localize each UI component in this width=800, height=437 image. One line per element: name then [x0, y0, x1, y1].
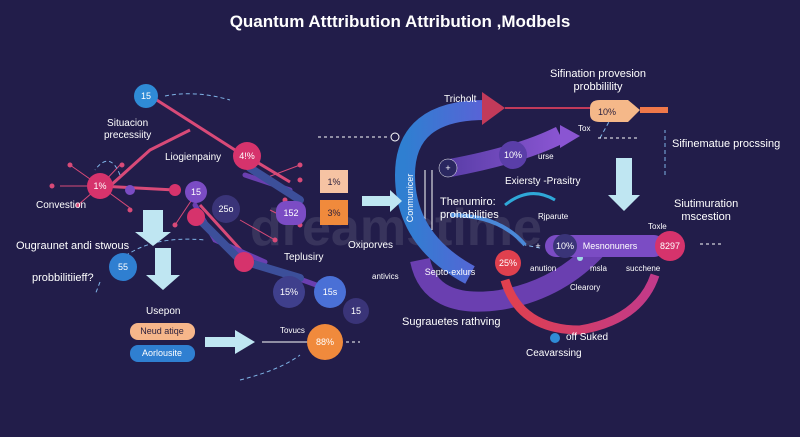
node-25[interactable]	[212, 195, 240, 223]
label-toxle: Toxle	[648, 222, 667, 231]
plus-node[interactable]	[438, 158, 458, 178]
box-152[interactable]	[276, 201, 306, 225]
label-urse: urse	[538, 152, 554, 161]
node-group: 15 4!% 1% 15 25o 55 15% 15s 15 88% 25% 1…	[87, 84, 616, 360]
label-msla: msla	[590, 264, 607, 273]
node-25pct-label: 25%	[499, 258, 517, 268]
pink-ribbon	[500, 273, 660, 335]
white-dashed-lines	[318, 136, 722, 343]
label-tovucs: Tovucs	[280, 326, 305, 335]
orange-bubble	[590, 100, 640, 122]
label-exiersty: Exiersty -Prasitry	[505, 176, 581, 187]
node-25-label: 25o	[218, 204, 233, 214]
purple-ribbon-bottom	[410, 238, 608, 312]
label-siutimuration-text: Siutimuration mscestion	[674, 198, 739, 223]
small-ring	[390, 132, 400, 142]
label-situacion: Situacion precessiity	[104, 118, 151, 141]
label-clearory: Clearory	[570, 283, 601, 292]
node-15-top[interactable]	[134, 84, 158, 108]
node-88[interactable]	[307, 324, 343, 360]
label-thenumiro: Thenumiro: prohabilities	[440, 196, 499, 221]
label-anution: anution	[530, 264, 557, 273]
pill-plus-icon: +	[535, 241, 540, 251]
label-sugrauetes: Sugrauetes rathving	[402, 316, 501, 328]
label-top-right: Sifination provesion probbilility	[550, 68, 646, 93]
node-43[interactable]	[233, 142, 261, 170]
node-15-small-label: 15	[351, 306, 361, 316]
label-thenumiro-text: Thenumiro: prohabilities	[440, 196, 499, 221]
ribbon-conmunicer-label: Conmunicer	[405, 174, 415, 223]
box-3pct-label: 3%	[327, 208, 340, 218]
node-43-label: 4!%	[239, 151, 255, 161]
box-aorlousite[interactable]	[130, 345, 195, 362]
dot-off-sulked	[550, 333, 560, 343]
box-152-label: 152	[283, 208, 298, 218]
label-off-sulked: off Suked	[566, 332, 609, 343]
label-liogienpainy: Liogienpainy	[165, 152, 222, 163]
node-55[interactable]	[109, 253, 137, 281]
label-ripurte: Rjparute	[538, 212, 569, 221]
purple-ribbon-arrow	[560, 125, 580, 148]
label-top-right-text: Sifination provesion probbilility	[550, 68, 647, 93]
cyan-arc	[504, 192, 556, 207]
node-15-mid[interactable]	[185, 181, 207, 203]
node-25pct[interactable]	[495, 250, 521, 276]
label-teplusiry: Teplusiry	[284, 252, 324, 263]
node-dot-b	[169, 184, 181, 196]
label-oligraunet: Ougraunet andi stwous	[16, 240, 130, 252]
node-15-mid-label: 15	[191, 187, 201, 197]
label-usepon: Usepon	[146, 306, 181, 317]
label-convestion: Convestion	[36, 200, 87, 211]
node-15-top-label: 15	[141, 91, 151, 101]
node-10-ribbon-label: 10%	[504, 150, 522, 160]
pill-10-circle[interactable]	[553, 234, 577, 258]
label-siutimuration: Siutimuration mscestion	[674, 198, 738, 223]
node-8297[interactable]	[655, 231, 685, 261]
pill-mesnonuners-label: Mesnonuners	[583, 241, 638, 251]
node-1pct-label: 1%	[93, 181, 106, 191]
label-situacion-text: Situacion precessiity	[104, 118, 152, 141]
red-triangle	[482, 92, 505, 125]
page-title: Quantum Atttribution Attribution ,Modbel…	[229, 12, 571, 31]
node-10-ribbon[interactable]	[499, 141, 527, 169]
blue-thin-arc	[449, 213, 527, 247]
label-oxiporves: Oxiporves	[348, 240, 394, 251]
node-10-pill-label: 10%	[556, 241, 574, 251]
label-succhene: succhene	[626, 264, 661, 273]
label-antivics: antivics	[372, 272, 399, 281]
box-1pct-label: 1%	[327, 177, 340, 187]
node-15s[interactable]	[314, 276, 346, 308]
ribbon-septo-label: Septo·exlurs	[425, 267, 476, 277]
node-15pct[interactable]	[273, 276, 305, 308]
plus-icon: +	[445, 163, 450, 173]
node-pink-lower	[234, 252, 254, 272]
node-dot-a	[125, 185, 135, 195]
node-pink-small	[187, 208, 205, 226]
node-15-small[interactable]	[343, 298, 369, 324]
node-10-top-label: 10%	[598, 107, 616, 117]
label-tox: Tox	[578, 124, 591, 133]
node-15pct-label: 15%	[280, 287, 298, 297]
block-arrows	[135, 158, 640, 354]
label-sifinematue: Sifinematue procssing	[672, 138, 781, 150]
box-1pct[interactable]	[320, 170, 348, 193]
label-tricholt: Tricholt	[444, 94, 477, 105]
node-55-label: 55	[118, 262, 128, 272]
box-aorlousite-label: Aorlousite	[142, 348, 182, 358]
node-8297-label: 8297	[660, 241, 680, 251]
box-neud-atiqe-label: Neud atiqe	[140, 326, 184, 336]
box-neud-atiqe[interactable]	[130, 323, 195, 340]
blue-ribbon	[394, 100, 486, 284]
small-red-dots	[49, 162, 303, 243]
label-probbilitiieff: probbilitiieff?	[32, 272, 94, 284]
node-1pct[interactable]	[87, 173, 113, 199]
node-88-label: 88%	[316, 337, 334, 347]
box-3pct[interactable]	[320, 200, 348, 225]
label-ceavarssing: Ceavarssing	[526, 348, 582, 359]
node-15s-label: 15s	[323, 287, 338, 297]
